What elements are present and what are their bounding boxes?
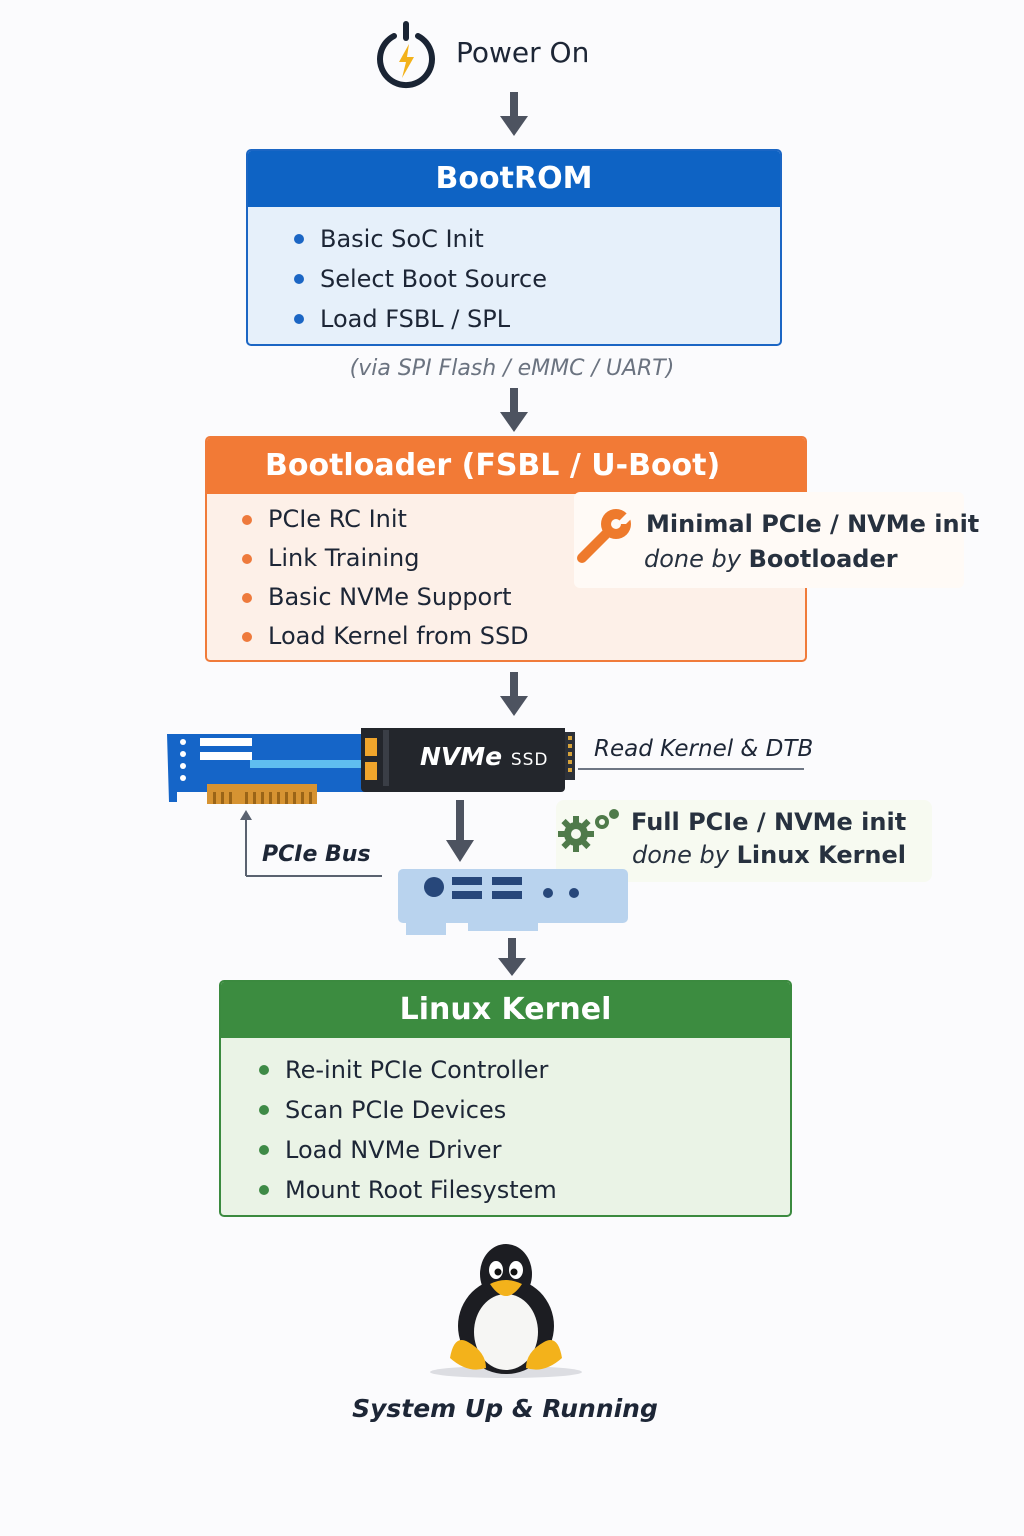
arrow-down-icon bbox=[500, 92, 528, 136]
wrench-icon bbox=[577, 506, 634, 563]
bootloader-note-title: Minimal PCIe / NVMe init bbox=[646, 510, 980, 538]
ssd-suffix: SSD bbox=[510, 750, 549, 770]
pcie-bus-bracket bbox=[240, 810, 382, 877]
note-done-by: done by bbox=[632, 841, 729, 869]
note-actor: Bootloader bbox=[748, 545, 898, 573]
list-item: Basic SoC Init bbox=[294, 219, 780, 259]
list-item: Re-init PCIe Controller bbox=[259, 1050, 790, 1090]
list-item: PCIe RC Init bbox=[242, 500, 805, 539]
bootrom-steps: Basic SoC Init Select Boot Source Load F… bbox=[248, 207, 780, 339]
bootrom-stage: BootROM Basic SoC Init Select Boot Sourc… bbox=[246, 149, 782, 346]
arrow-down-icon bbox=[500, 388, 528, 432]
arrow-down-icon bbox=[446, 800, 474, 862]
pcie-controller-icon bbox=[398, 869, 628, 935]
pcie-bus-label: PCIe Bus bbox=[262, 842, 371, 867]
arrow-down-icon bbox=[498, 938, 526, 976]
read-kernel-label: Read Kernel & DTB bbox=[594, 736, 814, 762]
boot-source-note: (via SPI Flash / eMMC / UART) bbox=[349, 356, 675, 381]
power-on-label: Power On bbox=[456, 36, 590, 69]
linux-kernel-stage: Linux Kernel Re-init PCIe Controller Sca… bbox=[219, 980, 792, 1217]
tux-penguin-icon bbox=[430, 1244, 582, 1378]
read-kernel-underline bbox=[578, 768, 804, 770]
list-item: Load FSBL / SPL bbox=[294, 299, 780, 339]
arrow-down-icon bbox=[500, 672, 528, 716]
linux-kernel-steps: Re-init PCIe Controller Scan PCIe Device… bbox=[221, 1038, 790, 1210]
bootloader-title: Bootloader (FSBL / U-Boot) bbox=[207, 438, 805, 494]
list-item: Scan PCIe Devices bbox=[259, 1090, 790, 1130]
list-item: Select Boot Source bbox=[294, 259, 780, 299]
pcie-ssd-card-icon bbox=[167, 728, 575, 804]
list-item: Load Kernel from SSD bbox=[242, 617, 805, 656]
note-done-by: done by bbox=[644, 545, 741, 573]
linux-kernel-title: Linux Kernel bbox=[221, 982, 790, 1038]
system-running-label: System Up & Running bbox=[352, 1394, 658, 1423]
list-item: Load NVMe Driver bbox=[259, 1130, 790, 1170]
list-item: Link Training bbox=[242, 539, 805, 578]
bootloader-steps: PCIe RC Init Link Training Basic NVMe Su… bbox=[207, 494, 805, 656]
ssd-label: NVMe SSD bbox=[420, 742, 549, 771]
list-item: Mount Root Filesystem bbox=[259, 1170, 790, 1210]
kernel-note-title: Full PCIe / NVMe init bbox=[631, 808, 907, 836]
note-actor: Linux Kernel bbox=[736, 841, 907, 869]
ssd-brand: NVMe bbox=[420, 742, 503, 771]
kernel-note-subtitle: done by Linux Kernel bbox=[632, 841, 906, 869]
bootrom-title: BootROM bbox=[248, 151, 780, 207]
bootloader-note-panel bbox=[574, 492, 964, 588]
gears-icon bbox=[558, 809, 619, 852]
power-icon bbox=[377, 21, 435, 88]
bootloader-note-subtitle: done by Bootloader bbox=[644, 545, 898, 573]
list-item: Basic NVMe Support bbox=[242, 578, 805, 617]
